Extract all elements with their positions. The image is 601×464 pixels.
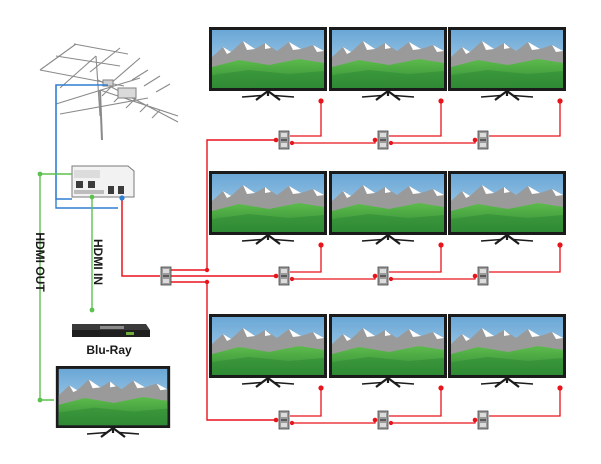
coax-connector (318, 385, 324, 391)
coax-branch-top (171, 139, 278, 271)
hdmi-out-cable (39, 173, 72, 401)
flat-screen-tv-icon (448, 314, 566, 389)
coax-tv-drop (290, 245, 322, 273)
hdmi-in-label: HDMI IN (91, 239, 105, 285)
coax-connector (472, 273, 478, 279)
flat-screen-tv-icon (209, 314, 327, 389)
coax-chain-cable (389, 140, 476, 144)
flat-screen-tv-icon (209, 171, 327, 246)
coax-connector (318, 242, 324, 248)
coax-splitter-icon (377, 130, 389, 150)
coax-tv-drop (489, 101, 561, 137)
hdmi-out-label: HDMI OUT (33, 232, 47, 292)
bluray-label: Blu-Ray (86, 343, 132, 357)
main-splitter-icon (160, 266, 172, 286)
coax-connector (438, 98, 444, 104)
coax-connector (372, 417, 378, 423)
coax-tv-drop (389, 245, 442, 273)
coax-tv-drop (489, 388, 561, 417)
coax-tv-drop (389, 101, 442, 137)
coax-connector (557, 242, 563, 248)
coax-connector (273, 417, 279, 423)
tv-antenna-icon (39, 43, 179, 141)
coax-connector (388, 420, 394, 426)
flat-screen-tv-icon (329, 27, 447, 102)
coax-splitter-icon (477, 266, 489, 286)
coax-connector (557, 385, 563, 391)
coax-connector (472, 137, 478, 143)
coax-splitter-icon (377, 266, 389, 286)
coax-splitter-icon (477, 130, 489, 150)
flat-screen-tv-icon (329, 171, 447, 246)
hdmi-modulator-icon (71, 165, 135, 198)
coax-connector (438, 385, 444, 391)
coax-splitter-icon (477, 410, 489, 430)
coax-connector (289, 276, 295, 282)
flat-screen-tv-icon (448, 27, 566, 102)
coax-connector (388, 276, 394, 282)
bluray-player-icon (72, 324, 150, 337)
coax-connector (289, 420, 295, 426)
coax-chain-cable (290, 420, 376, 424)
flat-screen-tv-icon (329, 314, 447, 389)
coax-main-feed (121, 198, 160, 277)
coax-tv-drop (489, 245, 561, 273)
coax-splitter-icon (278, 266, 290, 286)
coax-chain-cable (389, 420, 476, 424)
antenna-feed-cable (55, 84, 108, 200)
coax-splitter-icon (278, 410, 290, 430)
coax-chain-cable (389, 276, 476, 280)
coax-connector (273, 273, 279, 279)
coax-branch-bottom (171, 281, 278, 421)
coax-chain-cable (290, 140, 376, 144)
coax-connector (372, 273, 378, 279)
coax-connector (388, 140, 394, 146)
coax-connector (472, 417, 478, 423)
coax-connector (372, 137, 378, 143)
coax-splitter-icon (377, 410, 389, 430)
coax-chain-cable (290, 276, 376, 280)
flat-screen-tv-icon (448, 171, 566, 246)
coax-connector (318, 98, 324, 104)
coax-connector (438, 242, 444, 248)
coax-tv-drop (290, 101, 322, 137)
coax-tv-drop (290, 388, 322, 417)
local-tv (55, 366, 171, 439)
coax-splitter-icon (278, 130, 290, 150)
coax-connector (557, 98, 563, 104)
tv-grid (209, 27, 566, 430)
coax-connector (273, 137, 279, 143)
flat-screen-tv-icon (209, 27, 327, 102)
coax-tv-drop (389, 388, 442, 417)
antenna-feed-cable-b (55, 199, 118, 209)
coax-connector (289, 140, 295, 146)
